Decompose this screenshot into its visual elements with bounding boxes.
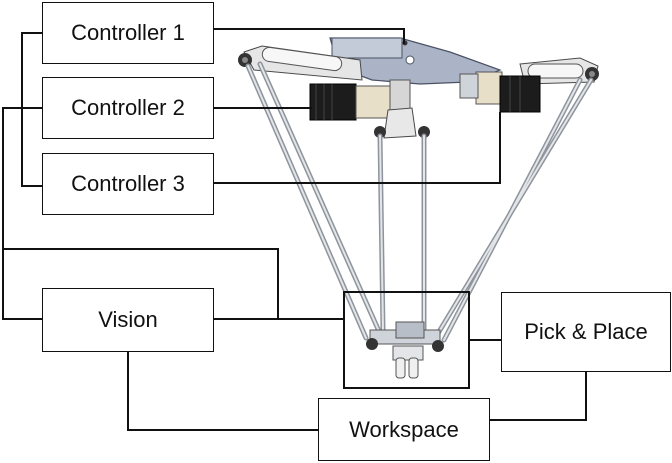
workspace-box: Workspace [318, 398, 490, 461]
controller-1-box: Controller 1 [42, 2, 214, 64]
pick-place-box: Pick & Place [501, 292, 671, 372]
motor-left [309, 79, 411, 121]
connector-vision-workspace [127, 352, 318, 431]
controller-2-box: Controller 2 [42, 77, 214, 139]
end-effector [366, 321, 444, 379]
connector-controller-bracket [21, 32, 42, 187]
controller-3-label: Controller 3 [71, 171, 185, 196]
motor-right [459, 71, 541, 113]
upper-arm-middle [374, 107, 430, 139]
pick-place-label: Pick & Place [524, 319, 648, 344]
controller-1-label: Controller 1 [71, 20, 185, 45]
connector-vision-loop [2, 107, 42, 320]
controller-2-label: Controller 2 [71, 95, 185, 120]
controller-3-box: Controller 3 [42, 153, 214, 215]
connector-pick-workspace [490, 372, 587, 421]
upper-arm-right [519, 57, 599, 85]
vision-label: Vision [98, 307, 158, 332]
connector-vision-top [3, 248, 279, 319]
connector-controller-3 [214, 112, 501, 184]
upper-arm-left [238, 45, 363, 81]
vision-box: Vision [42, 288, 214, 352]
delta-robot-illustration [238, 37, 599, 379]
connector-controller-1 [214, 28, 405, 44]
workspace-label: Workspace [349, 416, 459, 442]
connectors [2, 28, 587, 431]
